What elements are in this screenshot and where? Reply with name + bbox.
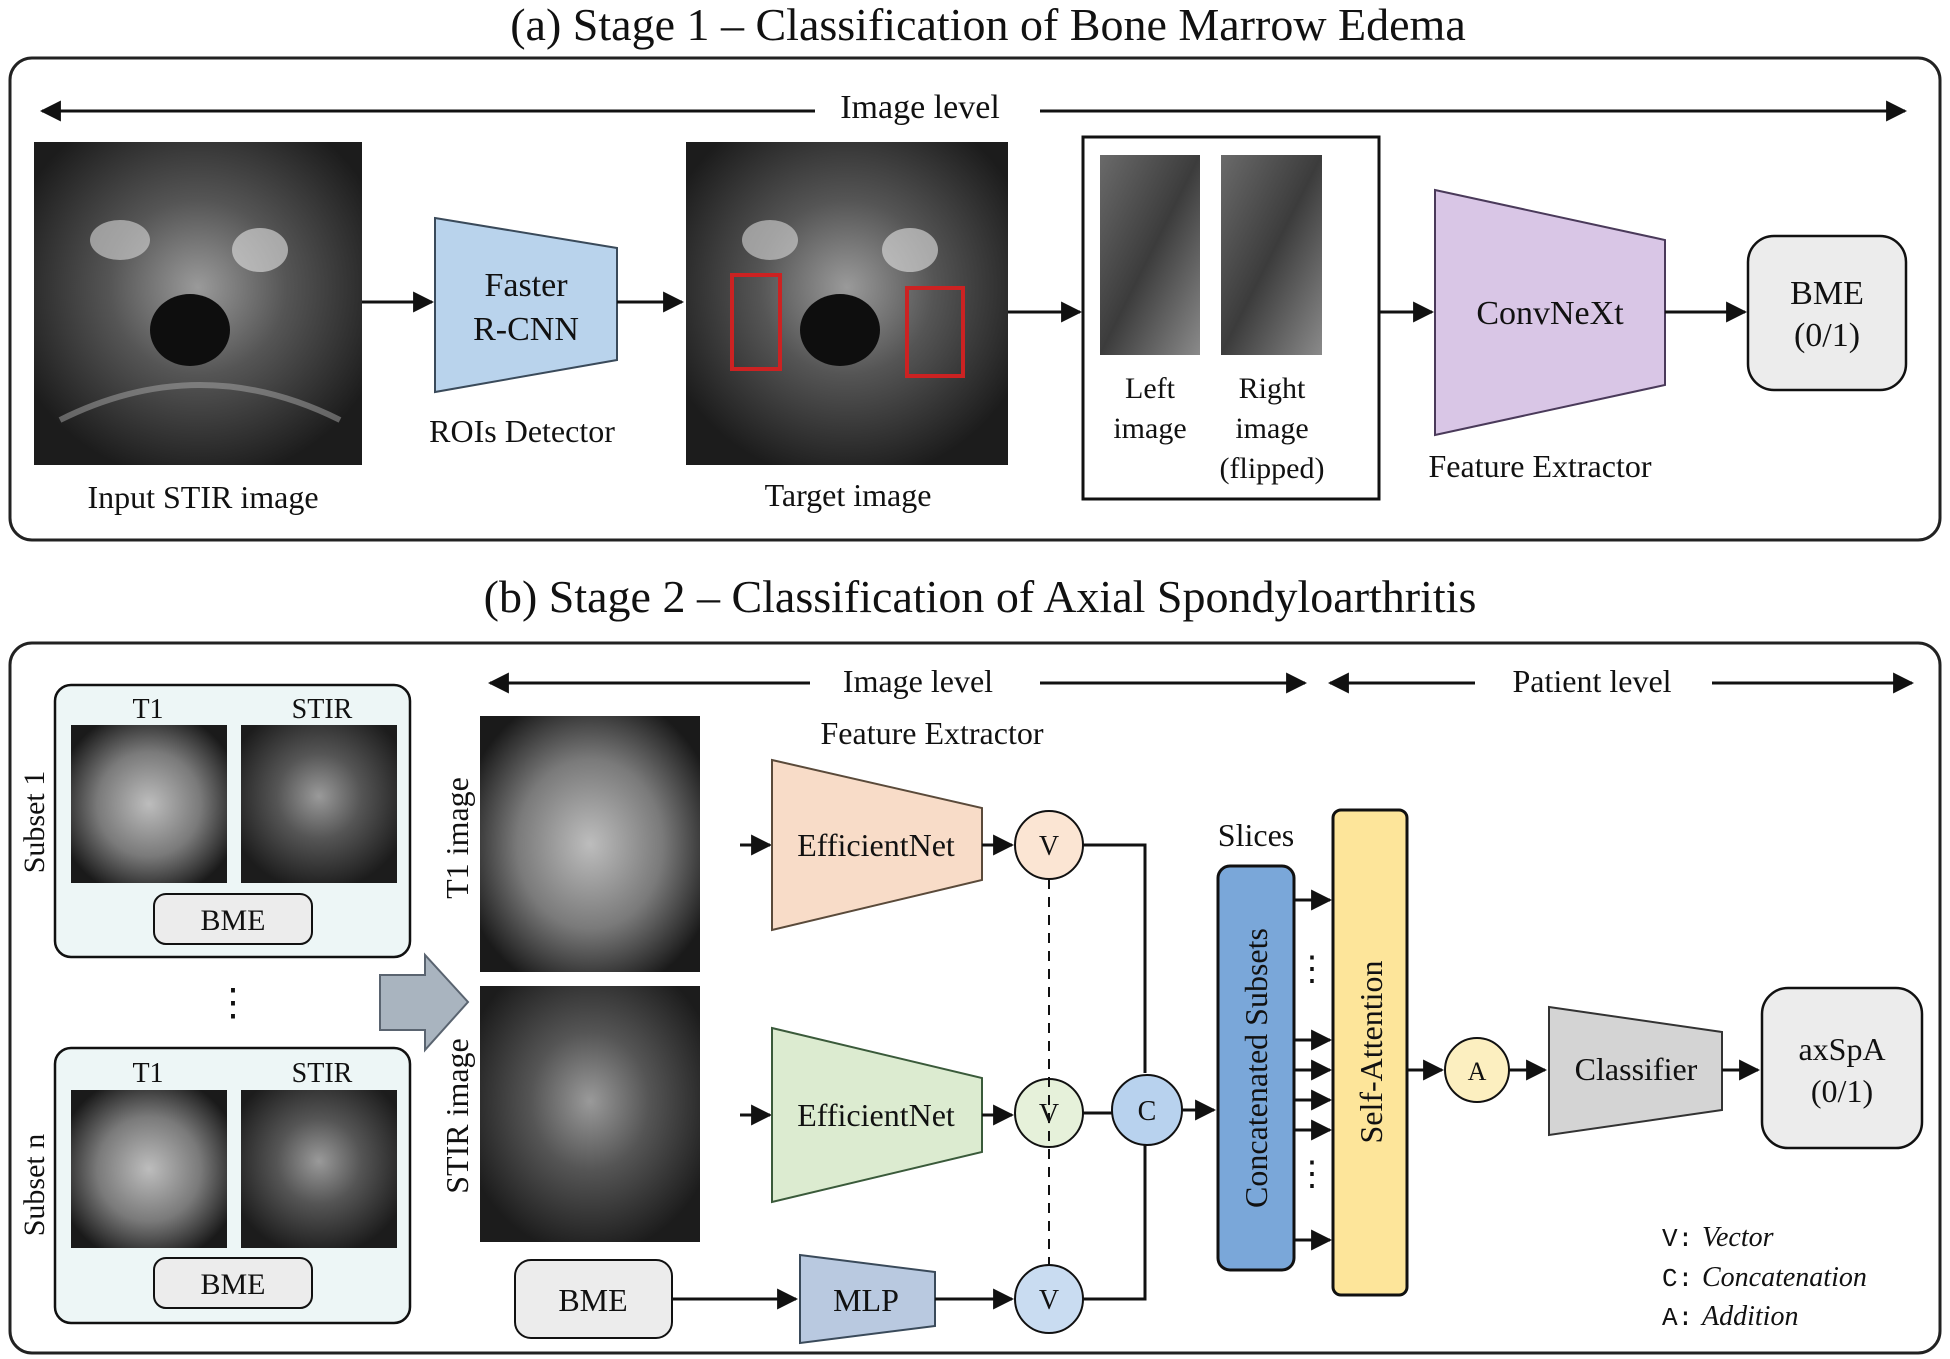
- slice-ellipsis-bottom: ⋮: [1295, 1156, 1329, 1193]
- roi-box-right: [905, 286, 965, 378]
- slice-arrows: [1294, 889, 1333, 1251]
- axspa-output-label-2: (0/1): [1811, 1073, 1873, 1109]
- detector-caption: ROIs Detector: [429, 413, 615, 449]
- v-node-bottom-label: V: [1039, 1285, 1059, 1316]
- efficientnet-t1-block: [771, 758, 983, 932]
- subset1-bme-box: [153, 893, 313, 945]
- detector-label-2: R-CNN: [473, 311, 579, 348]
- attention-label: Self-Attention: [1353, 960, 1389, 1143]
- connector-v-bot-c: [1083, 1145, 1147, 1301]
- classifier-label: Classifier: [1575, 1051, 1698, 1087]
- subset1-t1-label: T1: [132, 694, 163, 725]
- right-caption-2: image: [1235, 412, 1308, 445]
- concat-label: Concatenated Subsets: [1238, 928, 1274, 1208]
- faster-rcnn-block: [434, 216, 618, 394]
- stage1-scope-label: Image level: [840, 89, 1000, 126]
- legend-c-text: Concatenation: [1702, 1262, 1867, 1293]
- legend-v-text: Vector: [1702, 1222, 1774, 1253]
- bme-output-label-2: (0/1): [1794, 317, 1860, 354]
- stir-image-label: STIR image: [439, 1038, 475, 1194]
- legend-c-key: C:: [1662, 1264, 1693, 1294]
- left-caption-2: image: [1113, 412, 1186, 445]
- subset1-stir-thumbnail: [241, 725, 397, 883]
- a-node-label: A: [1468, 1057, 1487, 1086]
- self-attention-block: [1331, 808, 1409, 1297]
- efficientnet-t1-label: EfficientNet: [797, 827, 955, 863]
- axspa-output-box: [1760, 986, 1924, 1150]
- stage2-panel: [8, 641, 1942, 1355]
- mlp-block: [799, 1253, 936, 1345]
- convnext-block: [1434, 188, 1666, 437]
- stage1-title: (a) Stage 1 – Classification of Bone Mar…: [510, 0, 1466, 50]
- left-crop-image: [1100, 155, 1200, 355]
- image-level-label: Image level: [843, 663, 993, 699]
- c-node-label: C: [1138, 1096, 1157, 1127]
- subset1-t1-thumbnail: [71, 725, 227, 883]
- detector-label-1: Faster: [484, 267, 568, 304]
- patient-level-label: Patient level: [1512, 663, 1671, 699]
- subset1-stir-label: STIR: [292, 694, 353, 725]
- roi-box-left: [730, 273, 782, 371]
- target-image: [686, 142, 1008, 465]
- subsetn-bme-label: BME: [200, 1268, 265, 1301]
- efficientnet-stir-block: [771, 1026, 983, 1204]
- subsetn-bme-box: [153, 1257, 313, 1309]
- legend-v-key: V:: [1662, 1224, 1693, 1254]
- legend-a-text: Addition: [1700, 1301, 1798, 1332]
- axspa-output-label-1: axSpA: [1798, 1031, 1885, 1067]
- right-caption-1: Right: [1239, 372, 1306, 405]
- stage2-title: (b) Stage 2 – Classification of Axial Sp…: [484, 571, 1477, 622]
- subsetn-t1-thumbnail: [71, 1090, 227, 1248]
- stage1-extractor-caption: Feature Extractor: [1429, 448, 1652, 484]
- stage2-extractor-caption: Feature Extractor: [821, 715, 1044, 751]
- slices-label: Slices: [1218, 817, 1294, 853]
- legend-a-key: A:: [1662, 1303, 1693, 1333]
- subsetn-stir-label: STIR: [292, 1058, 353, 1089]
- stir-image: [480, 986, 700, 1242]
- connector-v-top-c: [1083, 843, 1147, 1073]
- right-crop-image: [1221, 155, 1322, 355]
- bme-output-box: [1746, 234, 1908, 392]
- convnext-label: ConvNeXt: [1476, 295, 1624, 332]
- subset-to-images-arrow: [379, 952, 470, 1053]
- subsetn-stir-thumbnail: [241, 1090, 397, 1248]
- slice-ellipsis-top: ⋮: [1295, 951, 1329, 988]
- target-caption: Target image: [765, 477, 932, 513]
- mlp-label: MLP: [833, 1282, 899, 1318]
- right-caption-3: (flipped): [1220, 452, 1325, 485]
- legend: V: Vector C: Concatenation A: Addition: [1662, 1222, 1867, 1333]
- subset1-bme-label: BME: [200, 904, 265, 937]
- subset1-label: Subset 1: [18, 771, 51, 874]
- classifier-block: [1548, 1005, 1723, 1137]
- input-stir-image: [34, 142, 362, 465]
- bme-output-label-1: BME: [1790, 275, 1864, 312]
- efficientnet-stir-label: EfficientNet: [797, 1097, 955, 1133]
- t1-image: [480, 716, 700, 972]
- subset-ellipsis: ⋮: [214, 982, 252, 1024]
- t1-image-label: T1 image: [439, 777, 475, 899]
- bme-input-label: BME: [558, 1282, 627, 1318]
- subsetn-label: Subset n: [18, 1134, 51, 1237]
- input-caption: Input STIR image: [87, 479, 318, 515]
- v-node-top-label: V: [1039, 831, 1059, 862]
- left-caption-1: Left: [1125, 372, 1176, 405]
- subsetn-t1-label: T1: [132, 1058, 163, 1089]
- concatenated-subsets-block: [1216, 864, 1296, 1272]
- stage1-panel: [8, 56, 1942, 542]
